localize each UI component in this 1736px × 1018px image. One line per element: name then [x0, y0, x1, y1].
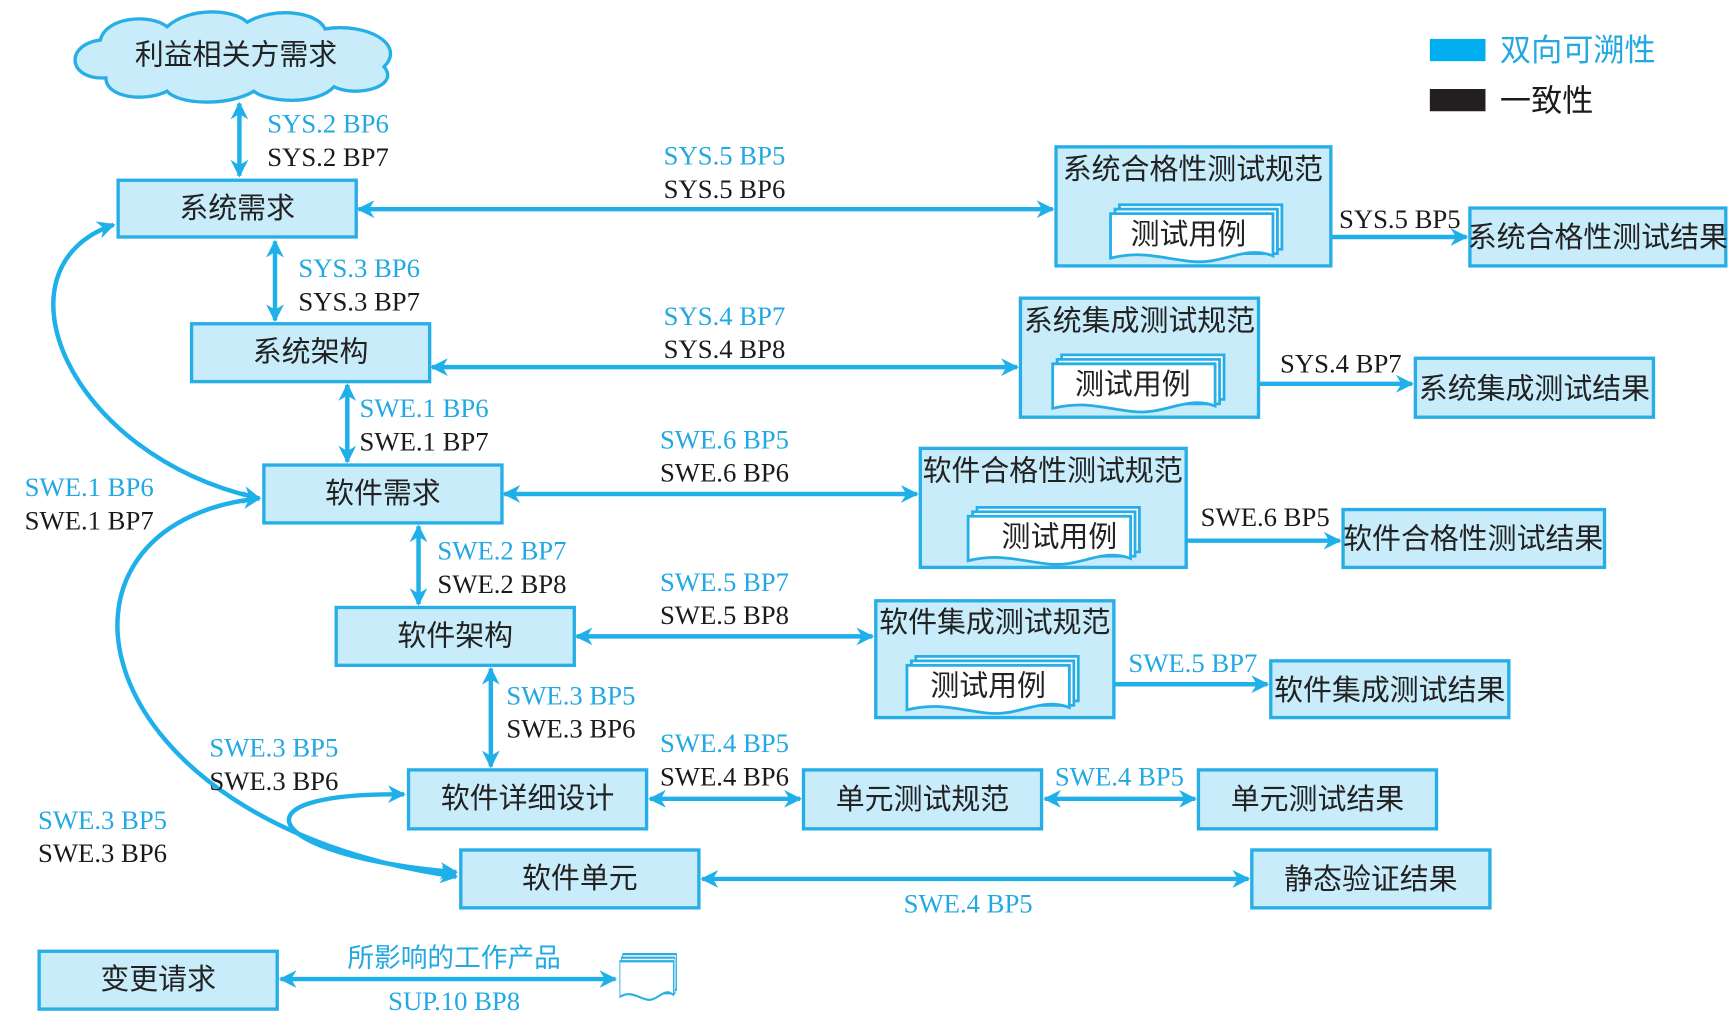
label-swreq-qual-2: SWE.6 BP6	[660, 458, 789, 488]
node-label: 软件合格性测试结果	[1343, 524, 1603, 556]
node-label: 单元测试规范	[836, 784, 1009, 816]
connections	[51, 101, 1469, 988]
label-swarch-detail-1: SWE.3 BP5	[506, 680, 635, 710]
node-software-unit: 软件单元	[459, 848, 701, 910]
node-label: 软件单元	[522, 863, 638, 895]
cloud-shape	[73, 10, 393, 104]
test-case-label: 测试用例	[1002, 521, 1118, 553]
node-label: 系统需求	[179, 193, 295, 225]
node-unit-test-spec: 单元测试规范	[801, 768, 1044, 831]
node-software-qualification-test-result: 软件合格性测试结果	[1341, 507, 1607, 570]
node-label: 软件集成测试结果	[1274, 675, 1505, 707]
label-unit-static: SWE.4 BP5	[904, 888, 1033, 918]
label-swarch-int-1: SWE.5 BP7	[660, 567, 789, 597]
node-label: 软件详细设计	[441, 783, 614, 815]
legend-swatch-traceability	[1429, 38, 1486, 62]
label-arch-int-2: SYS.4 BP8	[664, 334, 786, 364]
node-system-integration-test-result: 系统集成测试结果	[1413, 356, 1656, 419]
label-sysreq-qual-1: SYS.5 BP5	[664, 141, 786, 171]
label-swreq-sysreq-2: SWE.1 BP7	[25, 506, 154, 536]
label-swarch-detail-2: SWE.3 BP6	[506, 714, 635, 744]
node-system-qualification-test-result: 系统合格性测试结果	[1468, 206, 1728, 268]
label-change-bottom: SUP.10 BP8	[388, 986, 520, 1016]
node-system-integration-test-spec: 系统集成测试规范 测试用例	[1018, 296, 1261, 419]
label-change-top: 所影响的工作产品	[347, 943, 560, 973]
arrow-swreq-sysreq-curve	[51, 221, 262, 504]
label-unitspec-result: SWE.4 BP5	[1055, 761, 1184, 791]
node-label: 软件需求	[325, 478, 441, 510]
label-arch-swreq-1: SWE.1 BP6	[360, 393, 489, 423]
label-sw-int-tc: SWE.5 BP7	[1128, 648, 1257, 678]
label-unit-detail-1: SWE.3 BP5	[209, 733, 338, 763]
label-stake-sys-2: SYS.2 BP7	[267, 142, 389, 172]
node-change-request: 变更请求	[37, 949, 279, 1011]
legend-swatch-consistency	[1429, 89, 1486, 112]
node-label: 软件合格性测试规范	[923, 456, 1183, 488]
node-label: 利益相关方需求	[135, 40, 337, 72]
node-software-requirements: 软件需求	[262, 463, 504, 525]
link-labels: SYS.2 BP6 SYS.2 BP7 SYS.5 BP5 SYS.5 BP6 …	[25, 108, 1461, 1016]
node-label: 系统集成测试规范	[1024, 306, 1255, 338]
label-swreq-qual-1: SWE.6 BP5	[660, 424, 789, 454]
label-swreq-swarch-1: SWE.2 BP7	[437, 536, 566, 566]
label-swreq-sysreq-1: SWE.1 BP6	[25, 472, 154, 502]
work-products-doc-icon	[618, 953, 678, 1001]
label-unit-detail-2: SWE.3 BP6	[209, 766, 338, 796]
legend: 双向可溯性 一致性	[1429, 33, 1656, 118]
node-software-integration-test-spec: 软件集成测试规范 测试用例	[874, 599, 1116, 720]
label-swreq-swarch-2: SWE.2 BP8	[437, 569, 566, 599]
label-sys-qual-tc: SYS.5 BP5	[1339, 204, 1461, 234]
test-case-label: 测试用例	[930, 670, 1046, 702]
node-software-integration-test-result: 软件集成测试结果	[1269, 659, 1511, 720]
node-label: 系统集成测试结果	[1419, 373, 1650, 405]
label-unit-swreq-2: SWE.3 BP6	[38, 838, 167, 868]
label-arch-int-1: SYS.4 BP7	[664, 301, 786, 331]
node-label: 系统合格性测试结果	[1468, 222, 1728, 254]
label-swarch-int-2: SWE.5 BP8	[660, 600, 789, 630]
node-software-architecture: 软件架构	[334, 605, 576, 667]
label-sysreq-arch-1: SYS.3 BP6	[298, 253, 420, 283]
node-stakeholder-requirements: 利益相关方需求	[73, 10, 393, 104]
node-label: 单元测试结果	[1231, 784, 1404, 816]
label-detail-unitspec-1: SWE.4 BP5	[660, 728, 789, 758]
label-stake-sys-1: SYS.2 BP6	[267, 108, 389, 138]
test-case-label: 测试用例	[1075, 369, 1191, 401]
node-label: 系统架构	[253, 337, 369, 369]
node-software-detailed-design: 软件详细设计	[406, 768, 649, 831]
node-static-verification-result: 静态验证结果	[1250, 848, 1492, 910]
arrow-unit-swreq-curve	[115, 491, 459, 884]
label-detail-unitspec-2: SWE.4 BP6	[660, 761, 789, 791]
node-system-requirements: 系统需求	[116, 178, 358, 239]
label-sysreq-arch-2: SYS.3 BP7	[298, 286, 420, 316]
node-unit-test-result: 单元测试结果	[1196, 768, 1439, 831]
label-sysreq-qual-2: SYS.5 BP6	[664, 174, 786, 204]
node-label: 静态验证结果	[1284, 864, 1457, 896]
node-system-qualification-test-spec: 系统合格性测试规范 测试用例	[1054, 145, 1333, 268]
label-unit-swreq-1: SWE.3 BP5	[38, 805, 167, 835]
node-software-qualification-test-spec: 软件合格性测试规范 测试用例	[918, 446, 1188, 570]
test-case-label: 测试用例	[1131, 219, 1247, 251]
label-sw-qual-tc: SWE.6 BP5	[1201, 502, 1330, 532]
node-label: 软件架构	[397, 620, 513, 652]
node-label: 变更请求	[100, 964, 216, 996]
node-system-architecture: 系统架构	[189, 322, 432, 384]
legend-label-consistency: 一致性	[1500, 83, 1593, 118]
legend-label-traceability: 双向可溯性	[1500, 33, 1656, 68]
label-arch-swreq-2: SWE.1 BP7	[360, 427, 489, 457]
arrow-unit-detail-loop	[286, 785, 459, 880]
label-sys-int-tc: SYS.4 BP7	[1280, 349, 1402, 379]
node-label: 软件集成测试规范	[879, 607, 1110, 639]
node-label: 系统合格性测试规范	[1063, 154, 1323, 186]
